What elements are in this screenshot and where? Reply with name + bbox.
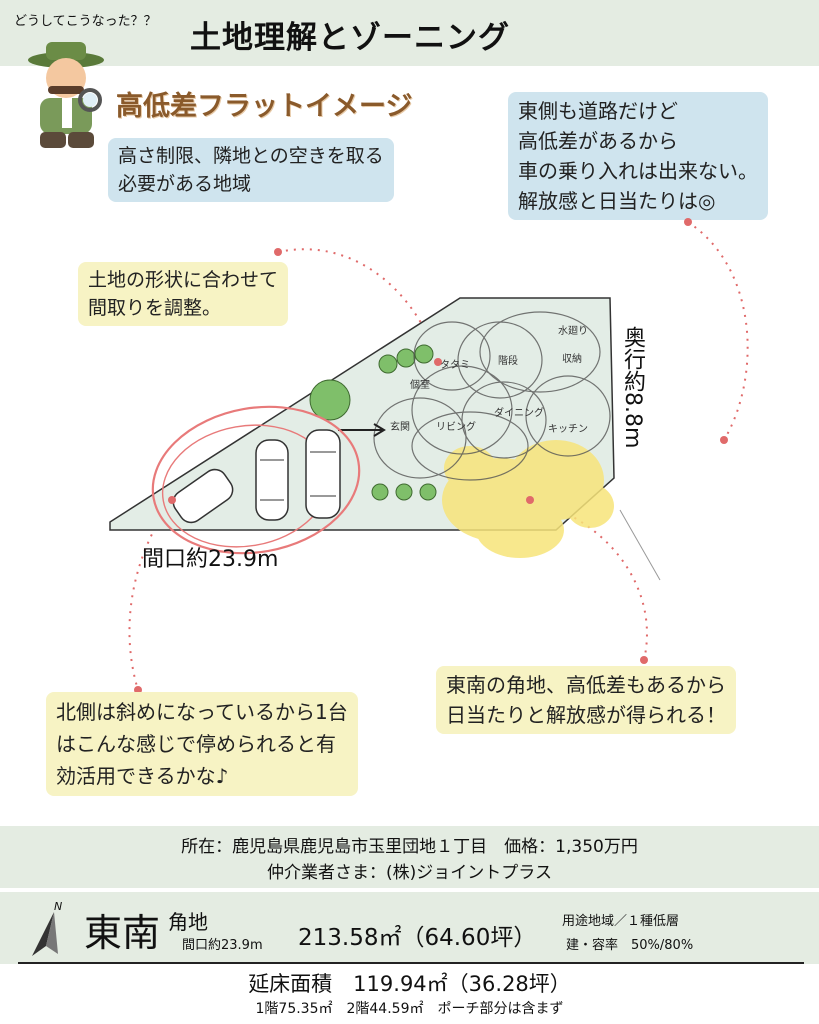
note-north-line-3: 効活用できるかな♪	[56, 764, 229, 788]
frontage-dimension: 間口約23.9m	[142, 547, 279, 572]
note-north: 北側は斜めになっているから1台 はこんな感じで停められると有 効活用できるかな♪	[46, 692, 358, 796]
connector-dot-east-end	[720, 436, 728, 444]
north-arrow-icon	[32, 912, 58, 956]
section-subtitle: 高さ制限、隣地との空きを取る 必要がある地域	[108, 138, 394, 202]
room-entrance: 玄関	[390, 422, 410, 433]
summary-ratio: 建・容率 50%/80%	[566, 938, 694, 953]
info-location: 所在：鹿児島県鹿児島市玉里団地１丁目 価格：1,350万円	[181, 837, 638, 857]
room-dining: ダイニング	[494, 408, 544, 419]
site-plan	[109, 221, 749, 691]
connector-dot-shape	[274, 248, 282, 256]
note-east-line-2: 高低差があるから	[518, 129, 678, 153]
note-east-line-4: 解放感と日当たりは◎	[518, 189, 716, 213]
header-band	[0, 0, 819, 66]
floor-area: 延床面積 119.94㎡（36.28坪）	[248, 972, 571, 996]
note-shape-line-1: 土地の形状に合わせて	[88, 269, 279, 291]
page-title: 土地理解とゾーニング	[190, 20, 510, 56]
note-north-line-1: 北側は斜めになっているから1台	[56, 700, 348, 724]
info-agent: 仲介業者さま：(株)ジョイントプラス	[267, 863, 552, 883]
summary-zoning: 用途地域／１種低層	[562, 914, 680, 929]
room-storage: 収納	[562, 354, 582, 365]
note-shape: 土地の形状に合わせて 間取りを調整。	[78, 262, 289, 326]
connector-dot-north	[168, 496, 176, 504]
connector-dot-north-end	[134, 686, 142, 694]
section-subtitle-line-1: 高さ制限、隣地との空きを取る	[118, 145, 384, 167]
summary-divider	[18, 962, 804, 964]
summary-area: 213.58㎡（64.60坪）	[298, 925, 537, 951]
room-tatami: タタミ	[440, 360, 470, 371]
connector-dot-east	[684, 218, 692, 226]
parking-highlight	[151, 405, 361, 555]
detective-character-icon	[28, 42, 104, 148]
connector-dot-southeast	[526, 496, 534, 504]
note-east: 東側も道路だけど 高低差があるから 車の乗り入れは出来ない。 解放感と日当たりは…	[508, 92, 768, 220]
room-water: 水廻り	[558, 326, 588, 337]
note-east-line-3: 車の乗り入れは出来ない。	[518, 159, 758, 183]
note-shape-line-2: 間取りを調整。	[88, 297, 222, 319]
connector-southeast	[529, 499, 648, 661]
summary-frontage: 間口約23.9m	[182, 938, 263, 953]
header-tagline: どうしてこうなった？？	[14, 14, 157, 29]
connector-dot-shape-end	[434, 358, 442, 366]
room-stairs: 階段	[498, 356, 518, 367]
note-east-line-1: 東側も道路だけど	[518, 99, 678, 123]
connector-dot-southeast-end	[640, 656, 648, 664]
depth-dimension: 奥行約8.8m	[620, 326, 645, 449]
note-north-line-2: はこんな感じで停められると有	[56, 732, 336, 756]
section-subtitle-line-2: 必要がある地域	[118, 173, 252, 195]
floor-detail: 1階75.35㎡ 2階44.59㎡ ポーチ部分は含まず	[255, 1001, 564, 1017]
summary-corner: 角地	[168, 910, 208, 934]
summary-direction: 東南	[84, 911, 161, 955]
room-private: 個室	[410, 380, 430, 391]
connector-east	[687, 221, 749, 441]
section-title: 高低差フラットイメージ	[116, 91, 413, 122]
connector-north	[128, 499, 173, 691]
note-southeast: 東南の角地、高低差もあるから 日当たりと解放感が得られる！	[436, 666, 736, 734]
room-living: リビング	[436, 422, 476, 433]
north-label: N	[54, 900, 63, 913]
summary-band	[0, 892, 819, 964]
note-southeast-line-2: 日当たりと解放感が得られる！	[446, 703, 726, 727]
note-southeast-line-1: 東南の角地、高低差もあるから	[446, 673, 726, 697]
info-band	[0, 826, 819, 888]
room-kitchen: キッチン	[548, 424, 588, 435]
